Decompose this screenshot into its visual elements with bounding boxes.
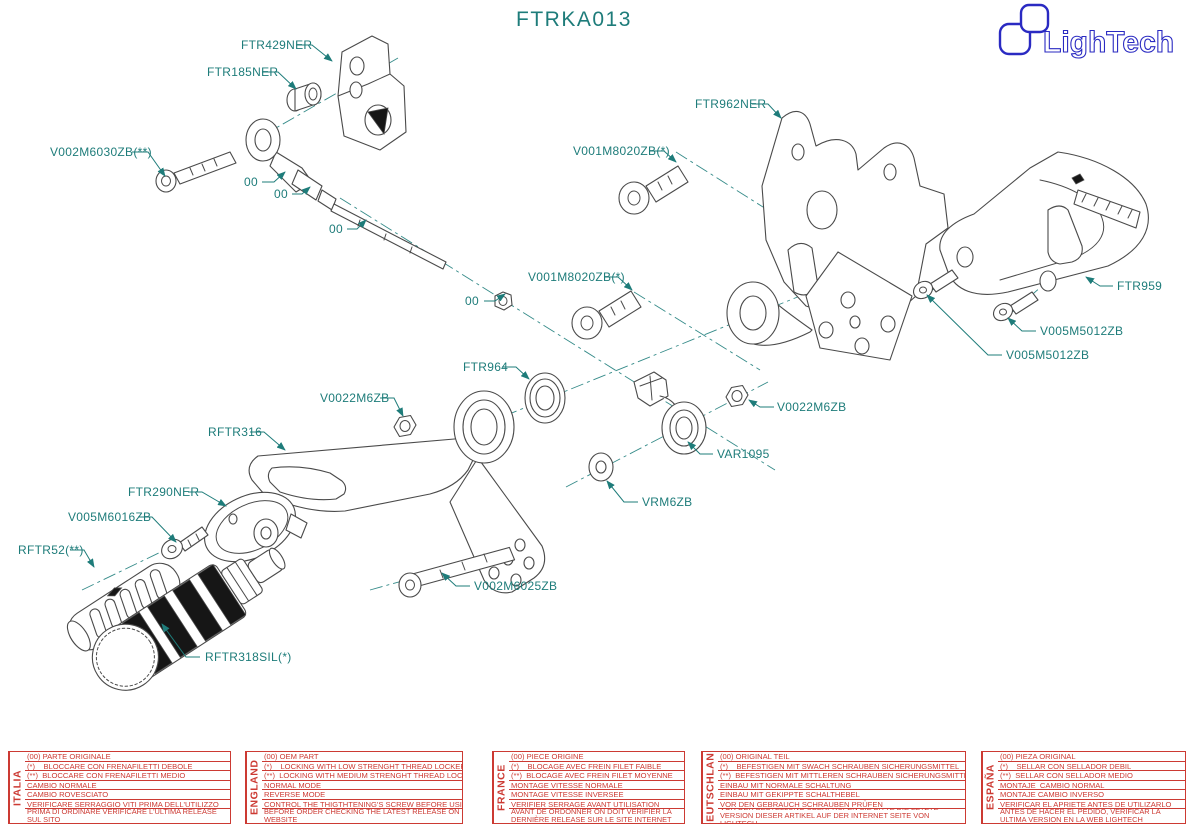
- part-label: V002M6030ZB(**): [50, 145, 152, 159]
- legend-row: EINBAU MIT GEKIPPTE SCHALTHEBEL: [718, 790, 965, 800]
- legend-row: BEFORE ORDER CHECKING THE LATEST RELEASE…: [264, 809, 460, 823]
- legend-row: REVERSE MODE: [262, 790, 462, 800]
- legend-row: CAMBIO NORMALE: [25, 781, 230, 790]
- legend-row: VERIFICAR EL APRIETE ANTES DE UTILIZARLO: [998, 800, 1185, 809]
- drawing-ftr959-heel-guard: [939, 151, 1149, 295]
- lightech-logo: LighTech: [998, 3, 1175, 60]
- part-label: FTR290NER: [128, 485, 199, 499]
- legend-row: (**) BLOCAGE AVEC FREIN FILET MOYENNE: [509, 771, 684, 781]
- part-label: RFTR316: [208, 425, 262, 439]
- legend-row: VERIFIER SERRAGE AVANT UTILISATION: [509, 800, 684, 809]
- part-label: FTR959: [1117, 279, 1162, 293]
- legend-row: (00) PIEZA ORIGINAL: [998, 752, 1185, 762]
- logo-mark-upper-square: [1019, 3, 1050, 34]
- legend-language-label: FRANCE: [493, 752, 509, 823]
- part-label: V0022M6ZB: [320, 391, 389, 405]
- oem-part-callout: 00: [465, 294, 479, 308]
- part-label: V0022M6ZB: [777, 400, 846, 414]
- oem-part-callout: 00: [244, 175, 258, 189]
- drawing-v002m6025zb-screw: [398, 546, 516, 598]
- drawing-v005m5012zb-screw-2: [992, 291, 1039, 322]
- drawing-ftr964-bearing-washer: [524, 372, 566, 424]
- part-label: VAR1095: [717, 447, 770, 461]
- drawing-v0022m6zb-nut-left: [393, 414, 417, 438]
- drawing-vrm6zb-washer: [588, 452, 614, 482]
- legend-row: (**) SELLAR CON SELLADOR MEDIO: [998, 771, 1185, 781]
- legend-row: VERIFICARE SERRAGGIO VITI PRIMA DELL'UTI…: [25, 800, 230, 809]
- oem-part-callout: 00: [274, 187, 288, 201]
- legend-row: VOR DER BESTELLUNG ÜBERPRÜFEN SIE BITTE …: [720, 809, 938, 823]
- drawing-v001m8020zb-screw-1: [618, 165, 689, 215]
- legend-language-label: ENGLAND: [246, 752, 262, 823]
- legend-row: (**) BLOCCARE CON FRENAFILETTI MEDIO: [25, 771, 230, 781]
- drawing-v005m6016zb-screw: [161, 526, 209, 560]
- part-labels: FTR429NER FTR185NER V002M6030ZB(**) FTR9…: [18, 38, 1162, 664]
- legend-row: MONTAJE CAMBIO NORMAL: [998, 781, 1185, 790]
- drawing-rftr318sil-shift-rubber: [91, 547, 286, 691]
- part-label: FTR962NER: [695, 97, 766, 111]
- diagram-canvas: FTRKA013 LighTech: [18, 3, 1175, 691]
- legend-row: MONTAGE VITESSE NORMALE: [509, 781, 684, 790]
- legend-row: (*) BLOCCARE CON FRENAFILETTI DEBOLE: [25, 762, 230, 771]
- legend-table-england: ENGLAND (00) OEM PART (*) LOCKING WITH L…: [245, 751, 463, 824]
- part-label: FTR429NER: [241, 38, 312, 52]
- legend-row: EINBAU MIT NORMALE SCHALTUNG: [718, 781, 965, 790]
- drawing-clevis-and-pushrod: [245, 118, 447, 270]
- legend-row: (*) LOCKING WITH LOW STRENGHT THREAD LOC…: [262, 761, 462, 771]
- legend-table-france: FRANCE (00) PIECE ORIGINE (*) BLOCAGE AV…: [492, 751, 685, 824]
- drawing-ftr429ner-bracket: [337, 35, 407, 151]
- legend-row: VOR DEN GEBRAUCH SCHRAUBEN PRÜFEN: [718, 800, 965, 809]
- page-title: FTRKA013: [516, 8, 632, 31]
- part-label: V001M8020ZB(*): [528, 270, 625, 284]
- part-label: V002M6025ZB: [474, 579, 557, 593]
- part-label: V001M8020ZB(*): [573, 144, 670, 158]
- legend-row: (*) BLOCAGE AVEC FREIN FILET FAIBLE: [509, 762, 684, 771]
- legend-row: CONTROL THE THIGTHTENING'S SCREW BEFORE …: [262, 799, 462, 809]
- legend-row: ANTES DE HACER EL PEDIDO, VERIFICAR LA U…: [1000, 809, 1161, 823]
- part-label: FTR185NER: [207, 65, 278, 79]
- legend-row: AVANT DE ORDONNER ON DOIT VÉRIFIER LA DE…: [511, 809, 672, 823]
- drawing-ftr185ner-bushing: [286, 82, 322, 112]
- drawing-rftr316-shift-lever: [248, 390, 546, 594]
- legend-language-label: ITALIA: [9, 752, 25, 823]
- legend-row: (00) PARTE ORIGINALE: [25, 752, 230, 762]
- drawing-v0022m6zb-nut-right: [725, 384, 749, 408]
- legend-table-deutschland: DEUTSCHLAND (00) ORIGINAL TEIL (*) BEFES…: [701, 751, 966, 824]
- part-label: V005M5012ZB: [1040, 324, 1123, 338]
- oem-part-callout: 00: [329, 222, 343, 236]
- part-label: RFTR318SIL(*): [205, 650, 292, 664]
- logo-mark-lower-square: [998, 22, 1032, 56]
- legend-row: MONTAJE CAMBIO INVERSO: [998, 790, 1185, 800]
- legend-row: (00) ORIGINAL TEIL: [718, 752, 965, 762]
- legend-row: (*) BEFESTIGEN MIT SWACH SCHRAUBEN SICHE…: [718, 762, 965, 771]
- legend-row: (*) SELLAR CON SELLADOR DEBIL: [998, 762, 1185, 771]
- part-label: FTR964: [463, 360, 508, 374]
- part-label: VRM6ZB: [642, 495, 692, 509]
- legend-row: (**) LOCKING WITH MEDIUM STRENGHT THREAD…: [262, 771, 462, 781]
- drawing-ftr290ner-peg-mount: [204, 491, 308, 563]
- legend-row: (00) PIECE ORIGINE: [509, 752, 684, 762]
- legend-row: NORMAL MODE: [262, 781, 462, 790]
- logo-brand-text: LighTech: [1043, 26, 1174, 59]
- part-label: V005M5012ZB: [1006, 348, 1089, 362]
- part-label: RFTR52(**): [18, 543, 84, 557]
- part-label: V005M6016ZB: [68, 510, 151, 524]
- legend-language-label: DEUTSCHLAND: [702, 752, 718, 823]
- legend-row: CAMBIO ROVESCIATO: [25, 790, 230, 800]
- drawing-v002m6030zb-screw: [155, 151, 237, 193]
- legend-tables: ITALIA (00) PARTE ORIGINALE (*) BLOCCARE…: [8, 751, 1186, 824]
- legend-row: PRIMA DI ORDINARE VERIFICARE L'ULTIMA RE…: [27, 809, 217, 823]
- legend-row: (00) OEM PART: [262, 752, 462, 762]
- legend-table-italia: ITALIA (00) PARTE ORIGINALE (*) BLOCCARE…: [8, 751, 231, 824]
- drawing-ftr962ner-bracket: [726, 110, 949, 361]
- legend-row: MONTAGE VITESSE INVERSEE: [509, 790, 684, 800]
- drawing-var1095-rod-end: [633, 371, 707, 455]
- legend-row: (**) BEFESTIGEN MIT MITTLEREN SCHRAUBEN …: [718, 771, 965, 781]
- legend-table-espana: ESPAÑA (00) PIEZA ORIGINAL (*) SELLAR CO…: [981, 751, 1186, 824]
- leader-lines: [70, 44, 1113, 658]
- legend-language-label: ESPAÑA: [982, 752, 998, 823]
- drawing-v001m8020zb-screw-2: [571, 290, 642, 340]
